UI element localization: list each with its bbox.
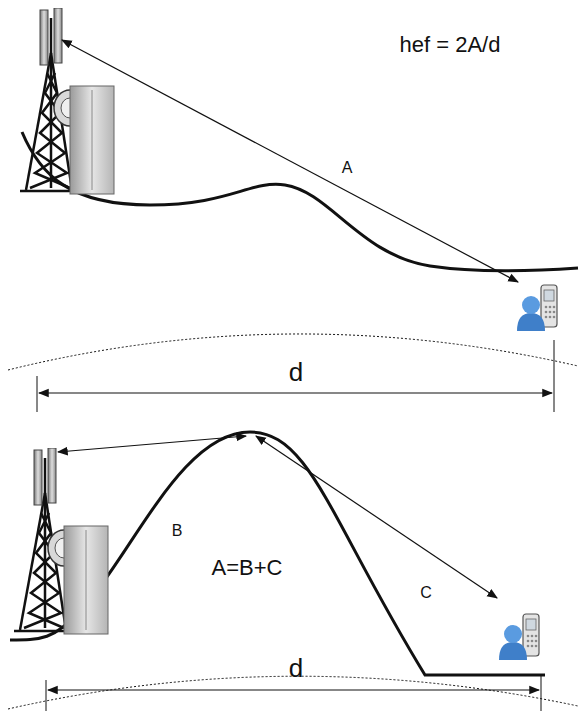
- formula-label: hef = 2A/d: [400, 34, 501, 56]
- dimension-label: d: [289, 359, 303, 385]
- formula-label: A=B+C: [212, 557, 283, 579]
- distance-label: A: [342, 160, 353, 176]
- dimension-label: d: [289, 655, 303, 681]
- distance-label: C: [420, 585, 432, 601]
- distance-label: B: [172, 523, 183, 539]
